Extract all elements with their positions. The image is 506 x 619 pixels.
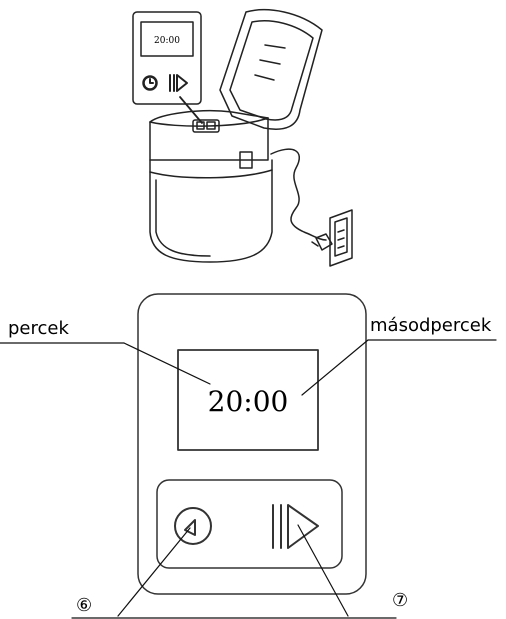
callout-7: ⑦ <box>392 590 408 611</box>
device-lid <box>219 9 323 130</box>
power-cord <box>270 148 327 241</box>
power-plug-icon <box>311 233 333 251</box>
start-button-icon[interactable] <box>272 504 319 549</box>
timer-button-icon[interactable] <box>174 507 212 545</box>
display-time: 20:00 <box>208 385 289 418</box>
inset-display <box>140 21 194 57</box>
inset-timer-icon <box>142 75 158 91</box>
device-body <box>149 109 273 263</box>
seconds-label: másodpercek <box>370 315 492 336</box>
wall-outlet <box>329 209 353 267</box>
inset-panel <box>132 11 202 105</box>
callout-6: ⑥ <box>76 595 92 616</box>
inset-display-time: 20:00 <box>154 36 180 46</box>
panel-outline <box>137 293 367 595</box>
minutes-leader <box>123 342 211 385</box>
lcd-display <box>177 349 319 451</box>
minutes-label: percek <box>8 318 69 339</box>
button-area <box>156 479 343 569</box>
appliance-illustration: 20:00 <box>132 9 353 267</box>
start-leader <box>297 524 349 617</box>
inset-play-icon <box>169 74 188 92</box>
timer-leader <box>117 527 191 617</box>
seconds-leader <box>301 339 369 396</box>
control-panel-diagram: 20:00 percek másodpercek ⑥ ⑦ <box>0 293 497 619</box>
